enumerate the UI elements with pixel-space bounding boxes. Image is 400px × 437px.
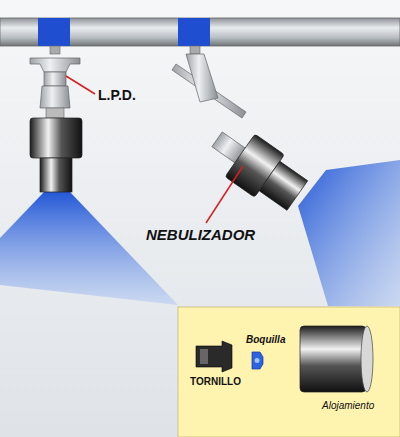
part-label: NEBULIZADOR: [146, 227, 255, 244]
part-label: Alojamiento: [322, 400, 374, 411]
part-label: TORNILLO: [190, 376, 241, 387]
part-label: Boquilla: [246, 334, 285, 345]
part-label: L.P.D.: [98, 88, 136, 103]
